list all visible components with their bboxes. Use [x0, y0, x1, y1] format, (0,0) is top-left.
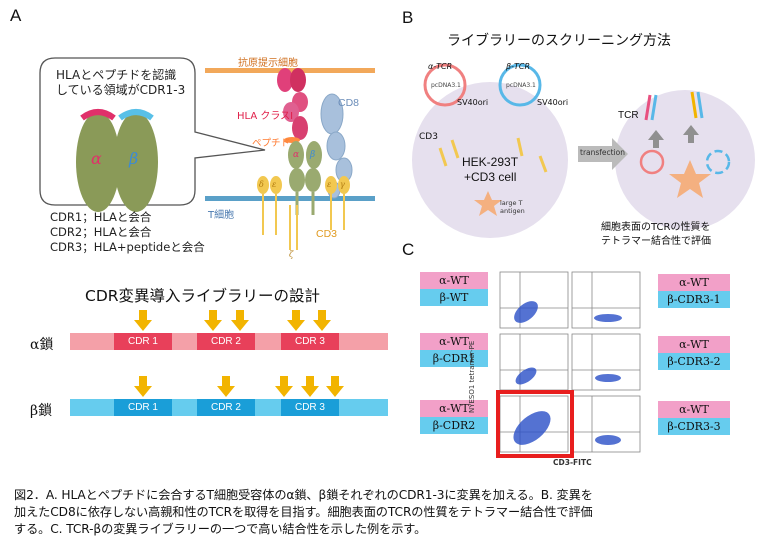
c-left-3-alpha: α-WT: [420, 400, 488, 417]
zeta-label: ζ: [289, 250, 294, 259]
alpha-cdr2-segment: CDR 2: [197, 333, 255, 350]
alpha-cdr3-segment: CDR 3: [281, 333, 339, 350]
beta-cdr3-segment: CDR 3: [281, 399, 339, 416]
c-right-2-beta: β-CDR3-2: [658, 353, 730, 370]
beta-large-label: β: [129, 149, 139, 168]
screening-diagram: [412, 63, 755, 238]
sv40-alpha-label: SV40ori: [457, 98, 489, 107]
panel-a-label: A: [10, 6, 22, 25]
cd3-molecules: [257, 176, 350, 194]
alpha-cdr-region: [80, 109, 116, 121]
arrow-alpha-cdr1: [134, 310, 152, 331]
beta-small-label: β: [310, 150, 316, 160]
arrow-alpha-cdr3-a: [287, 310, 305, 331]
alpha-small-label: α: [293, 150, 300, 160]
arrow-beta-cdr2: [217, 376, 235, 397]
delta-label: δ: [259, 180, 264, 189]
bubble-line-2: している領域がCDR1-3: [56, 83, 186, 97]
cd3-b-label: CD3: [419, 132, 438, 142]
alpha-tcr-label: α-TCR: [428, 62, 453, 71]
alpha-cdr1-segment: CDR 1: [114, 333, 172, 350]
hla-label: HLA クラスI: [237, 111, 294, 122]
highlight-box: [496, 390, 574, 458]
flow-plots: [496, 271, 641, 458]
beta-cdr2-segment: CDR 2: [197, 399, 255, 416]
c-left-3-beta: β-CDR2: [420, 417, 488, 434]
epsilon-label-right: ε: [327, 180, 332, 189]
arrow-beta-cdr1: [134, 376, 152, 397]
alpha-plasmid: [423, 63, 467, 107]
large-t-antigen: [474, 191, 502, 216]
antigen-label: antigen: [500, 207, 525, 215]
alpha-chain-label: α鎖: [30, 337, 54, 353]
alpha-plasmid-label: pcDNA3.1: [431, 82, 461, 89]
bubble-line-1: HLAとペプチドを認識: [56, 68, 177, 82]
apc-label: 抗原提示細胞: [238, 58, 298, 69]
x-axis-label: CD3-FITC: [553, 458, 592, 467]
peptide-label: ペプチド: [252, 138, 291, 149]
hek-cell: [412, 82, 568, 238]
arrow-beta-cdr3-a: [275, 376, 293, 397]
panel-c-label: C: [402, 240, 415, 259]
hla-class-i: [277, 68, 308, 140]
cell-line-1: HEK-293T: [462, 155, 519, 169]
beta-cdr1-segment: CDR 1: [114, 399, 172, 416]
panel-b-label: B: [402, 8, 414, 27]
large-t-antigen-right: [669, 160, 711, 198]
c-right-1-alpha: α-WT: [658, 274, 730, 291]
tcell-membrane: [205, 196, 375, 201]
transfection-label: transfection: [580, 148, 626, 157]
tcr-structure-diagram: [39, 57, 375, 250]
beta-chain-large: [114, 112, 158, 212]
c-right-2-alpha: α-WT: [658, 336, 730, 353]
cell-line-2: +CD3 cell: [464, 170, 517, 184]
arrow-alpha-cdr3-b: [313, 310, 331, 331]
screening-title: ライブラリーのスクリーニング方法: [447, 33, 671, 49]
arrow-alpha-cdr2-a: [204, 310, 222, 331]
tcr-label: TCR: [618, 110, 639, 121]
sv40-beta-label: SV40ori: [537, 98, 569, 107]
caption-line-3: する。C. TCR-βの変異ライブラリーの一つで高い結合性を示した例を示す。: [14, 522, 427, 536]
c-left-1-alpha: α-WT: [420, 272, 488, 289]
transfection-arrow: [578, 138, 628, 170]
caption-line-2: 加えたCD8に依存しない高親和性のTCRを取得を目指す。細胞表面のTCRの性質を…: [14, 505, 593, 519]
beta-chain-label: β鎖: [30, 403, 53, 419]
beta-plasmid: [498, 63, 542, 107]
c-right-3-alpha: α-WT: [658, 401, 730, 418]
arrow-beta-cdr3-c: [326, 376, 344, 397]
eval-line-2: テトラマー結合性で評価: [601, 236, 711, 247]
c-left-1-beta: β-WT: [420, 289, 488, 306]
arrow-beta-cdr3-b: [301, 376, 319, 397]
tcr-molecule: [288, 141, 322, 215]
library-design-title: CDR変異導入ライブラリーの設計: [85, 287, 321, 305]
cdr3-description: CDR3；HLA+peptideと会合: [50, 240, 205, 254]
cd3-label: CD3: [316, 228, 338, 240]
beta-tcr-label: β-TCR: [506, 62, 531, 71]
cdr1-description: CDR1；HLAと会合: [50, 210, 152, 224]
tcell-label: T細胞: [208, 210, 235, 221]
epsilon-label-left: ε: [272, 180, 277, 189]
cdr2-description: CDR2；HLAと会合: [50, 225, 152, 239]
large-t-label: large T: [500, 199, 523, 207]
c-left-2-beta: β-CDR1: [420, 350, 488, 367]
beta-cdr-region: [118, 109, 154, 121]
alpha-chain-large: [76, 112, 120, 212]
beta-plasmid-label: pcDNA3.1: [506, 82, 536, 89]
mutation-arrows: [134, 310, 344, 397]
alpha-large-label: α: [91, 149, 102, 168]
eval-line-1: 細胞表面のTCRの性質を: [601, 222, 711, 233]
apc-membrane: [205, 68, 375, 73]
cd8-label: CD8: [338, 97, 360, 109]
transfected-cell: [615, 90, 755, 230]
c-left-2-alpha: α-WT: [420, 333, 488, 350]
c-right-1-beta: β-CDR3-1: [658, 291, 730, 308]
caption-line-1: 図2．A. HLAとペプチドに会合するT細胞受容体のα鎖、β鎖それぞれのCDR1…: [14, 488, 593, 502]
c-right-3-beta: β-CDR3-3: [658, 418, 730, 435]
y-axis-label: NYESO1 tetramer-PE: [468, 340, 476, 413]
gamma-label: γ: [340, 180, 345, 189]
arrow-alpha-cdr2-b: [231, 310, 249, 331]
